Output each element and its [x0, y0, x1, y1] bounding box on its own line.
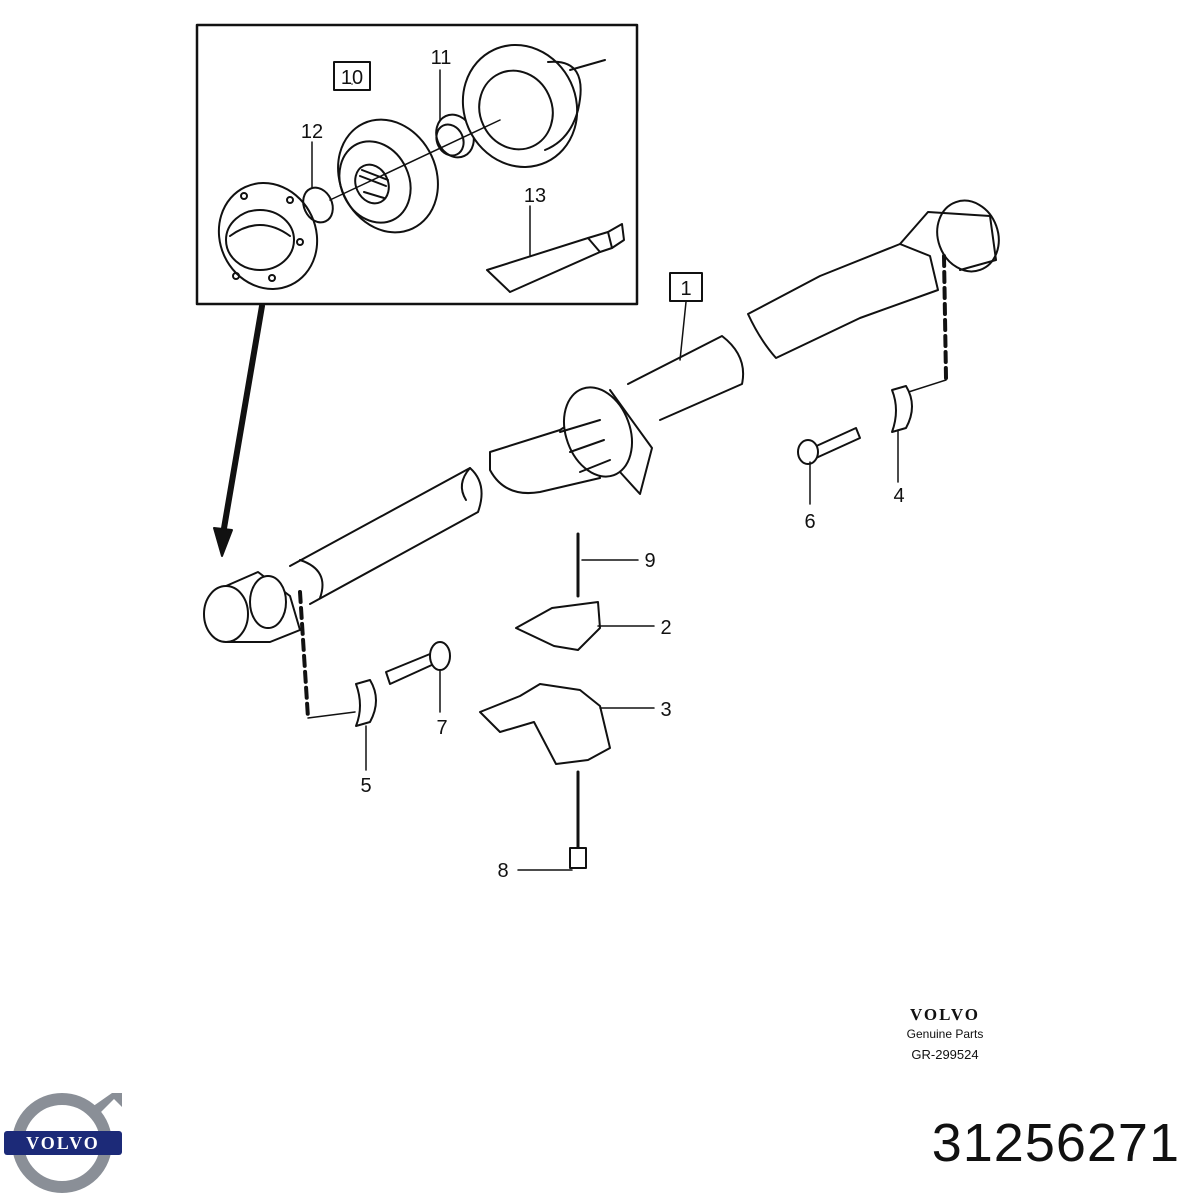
callout-3: 3	[660, 699, 671, 721]
clamp-half-right	[891, 385, 913, 433]
callout-9: 9	[644, 550, 655, 572]
volvo-logo: VOLVO	[4, 1093, 122, 1193]
callout-8: 8	[497, 860, 508, 882]
callout-11: 11	[431, 47, 452, 69]
cv-joint-part	[337, 118, 439, 234]
callout-1: 1	[680, 278, 691, 300]
part-number: 31256271	[931, 1113, 1180, 1173]
grease-tube-part	[486, 223, 625, 293]
detail-pointer-arrow	[219, 303, 265, 543]
callout-13: 13	[524, 185, 546, 207]
crossmember-bracket	[479, 683, 611, 765]
callout-5: 5	[360, 775, 371, 797]
bearing-bracket	[515, 601, 601, 651]
bolt-right	[797, 427, 861, 465]
joint-housing-part	[461, 44, 606, 168]
callout-7: 7	[436, 717, 447, 739]
diagram-reference: GR-299524	[911, 1047, 979, 1062]
bottom-bolt	[569, 770, 587, 869]
brand-subtitle: Genuine Parts	[906, 1027, 984, 1041]
flange-part	[217, 182, 319, 290]
callout-4: 4	[893, 485, 904, 507]
propeller-shaft	[203, 199, 1000, 643]
callout-10: 10	[341, 67, 363, 89]
bolt-left	[385, 641, 451, 685]
clamp-half-left	[355, 679, 377, 727]
brand-block: VOLVO Genuine Parts GR-299524	[890, 1005, 1000, 1062]
callout-6: 6	[804, 511, 815, 533]
callout-12: 12	[301, 121, 323, 143]
brand-name: VOLVO	[909, 1005, 981, 1024]
svg-text:VOLVO: VOLVO	[26, 1133, 100, 1153]
callout-2: 2	[660, 617, 671, 639]
